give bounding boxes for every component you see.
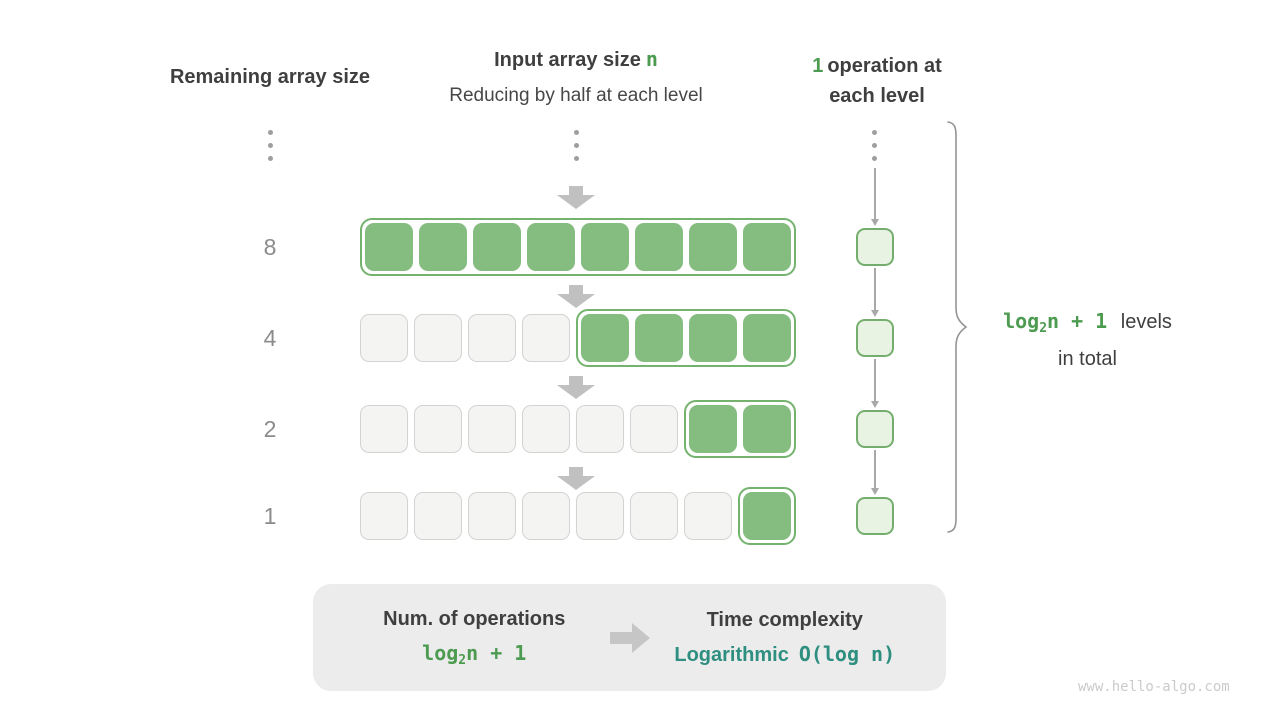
connector-arrowhead-icon xyxy=(871,401,879,408)
summary-operations-title: Num. of operations xyxy=(383,607,566,630)
array-cell-active xyxy=(743,223,791,271)
summary-complexity-value: Logarithmic O(log n) xyxy=(650,642,921,667)
array-cell-empty xyxy=(576,492,624,540)
op-unit-level-1 xyxy=(856,228,894,266)
header-input-size-text: Input array size xyxy=(494,49,641,71)
array-cell-empty xyxy=(468,314,516,362)
connector-arrowhead-icon xyxy=(871,310,879,317)
watermark: www.hello-algo.com xyxy=(1078,679,1230,695)
array-row-size-4 xyxy=(360,309,796,367)
op-unit-level-3 xyxy=(856,410,894,448)
size-label-2: 2 xyxy=(263,416,277,442)
down-arrow-icon xyxy=(557,376,595,399)
array-cell-active xyxy=(365,223,413,271)
ellipsis-left-column xyxy=(268,130,273,161)
op-unit-level-4 xyxy=(856,497,894,535)
array-cell-active xyxy=(689,314,737,362)
levels-word-2: in total xyxy=(1058,348,1117,370)
array-cell-empty xyxy=(468,405,516,453)
array-row-size-2 xyxy=(360,400,796,458)
array-cell-empty xyxy=(630,492,678,540)
array-cell-empty xyxy=(684,492,732,540)
array-cell-empty xyxy=(522,405,570,453)
array-cell-empty xyxy=(360,492,408,540)
curly-brace xyxy=(947,121,968,533)
ellipsis-ops-column xyxy=(872,130,877,161)
active-subarray-outline xyxy=(684,400,796,458)
size-label-8: 8 xyxy=(263,234,277,260)
array-cell-empty xyxy=(414,314,462,362)
down-arrow-icon xyxy=(557,467,595,490)
size-label-4: 4 xyxy=(263,325,277,351)
down-arrow-icon xyxy=(557,186,595,209)
summary-operations: Num. of operations log2n + 1 xyxy=(339,608,610,668)
array-cell-active xyxy=(743,314,791,362)
array-cell-empty xyxy=(522,314,570,362)
array-cell-active xyxy=(743,405,791,453)
connector-arrowhead-icon xyxy=(871,219,879,226)
array-cell-active xyxy=(473,223,521,271)
connector-arrowhead-icon xyxy=(871,488,879,495)
array-cell-empty xyxy=(576,405,624,453)
active-subarray-outline xyxy=(738,487,796,545)
op-unit-level-2 xyxy=(856,319,894,357)
array-cell-active xyxy=(581,223,629,271)
summary-operations-formula: log2n + 1 xyxy=(422,640,527,668)
levels-word: levels xyxy=(1120,311,1172,333)
header-operations-count: 1 xyxy=(812,55,824,77)
summary-complexity: Time complexity Logarithmic O(log n) xyxy=(650,609,921,667)
complexity-big-o: O(log n) xyxy=(798,641,896,666)
down-arrow-icon xyxy=(557,285,595,308)
ellipsis-array-column xyxy=(574,130,579,161)
header-operations-text1: operation at xyxy=(827,55,942,77)
connector-line xyxy=(874,268,876,310)
levels-formula: log2n + 1 xyxy=(1003,309,1108,336)
array-cell-empty xyxy=(360,314,408,362)
active-subarray-outline xyxy=(576,309,796,367)
active-subarray-outline xyxy=(360,218,796,276)
array-cell-empty xyxy=(414,492,462,540)
summary-complexity-title: Time complexity xyxy=(706,608,863,631)
array-row-size-8 xyxy=(360,218,796,276)
array-cell-active xyxy=(635,314,683,362)
array-cell-active xyxy=(689,223,737,271)
array-cell-empty xyxy=(360,405,408,453)
connector-line xyxy=(874,359,876,401)
array-cell-empty xyxy=(414,405,462,453)
array-cell-empty xyxy=(522,492,570,540)
array-cell-active xyxy=(581,314,629,362)
array-cell-active xyxy=(419,223,467,271)
array-cell-active xyxy=(689,405,737,453)
array-row-size-1 xyxy=(360,487,796,545)
array-cell-active xyxy=(635,223,683,271)
connector-line xyxy=(874,450,876,488)
array-cell-empty xyxy=(630,405,678,453)
array-cell-active xyxy=(527,223,575,271)
summary-box: Num. of operations log2n + 1 Time comple… xyxy=(313,584,946,691)
array-cell-empty xyxy=(468,492,516,540)
array-cell-active xyxy=(743,492,791,540)
levels-total-label: log2n + 1 levels in total xyxy=(975,306,1200,374)
right-arrow-icon xyxy=(609,622,650,653)
header-operations-text2: each level xyxy=(829,85,925,107)
complexity-class: Logarithmic xyxy=(674,643,789,666)
header-reducing-subtitle: Reducing by half at each level xyxy=(449,85,703,106)
size-label-1: 1 xyxy=(263,503,277,529)
header-input-size-var: n xyxy=(645,47,658,71)
connector-line xyxy=(874,168,876,219)
header-remaining-size: Remaining array size xyxy=(169,66,371,88)
